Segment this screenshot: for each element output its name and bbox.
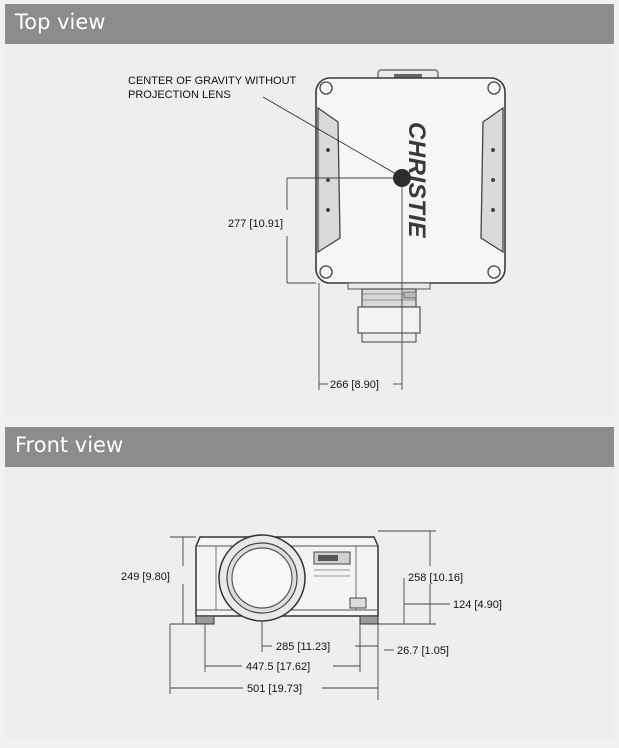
section-header-front-view: Front view	[5, 427, 614, 467]
leader-line	[262, 96, 397, 175]
io-port	[349, 597, 367, 609]
rear-vent	[394, 74, 422, 79]
dim-inner-width-label: 447.5 [17.62]	[246, 661, 310, 673]
cog-label-line2: PROJECTION LENS	[128, 89, 231, 101]
screw-icon	[487, 265, 501, 279]
lens-front	[361, 332, 417, 343]
center-of-gravity-marker	[393, 169, 411, 187]
top-view-drawing: CHRISTIE CENTER OF GRAVITY WITHOUT PROJE…	[128, 69, 506, 391]
cog-label-line1: CENTER OF GRAVITY WITHOUT	[128, 75, 297, 87]
lens-glass	[231, 547, 293, 609]
section-header-top-view: Top view	[5, 4, 614, 44]
section-title: Front view	[15, 433, 124, 457]
dim-foot-label: 26.7 [1.05]	[397, 645, 449, 657]
lens-mount	[347, 282, 431, 290]
dim-side-height-label: 124 [4.90]	[453, 599, 502, 611]
foot-right	[359, 615, 379, 625]
screw-icon	[319, 81, 333, 95]
dim-left-height-label: 249 [9.80]	[121, 571, 170, 583]
front-view-drawing: 249 [9.80] 258 [10.16] 124 [4.90] 285 [1…	[121, 530, 502, 700]
top-view-panel	[5, 44, 614, 417]
dim-right-height-label: 258 [10.16]	[408, 572, 463, 584]
screw-icon	[319, 265, 333, 279]
projection-lens	[357, 306, 421, 334]
dim-width-label: 266 [8.90]	[330, 379, 379, 391]
screw-icon	[487, 81, 501, 95]
foot-left	[195, 615, 215, 625]
section-title: Top view	[15, 10, 106, 34]
dim-total-width-label: 501 [19.73]	[247, 683, 302, 695]
dim-height-label: 277 [10.91]	[228, 218, 283, 230]
dim-lens-center-label: 285 [11.23]	[276, 641, 330, 653]
